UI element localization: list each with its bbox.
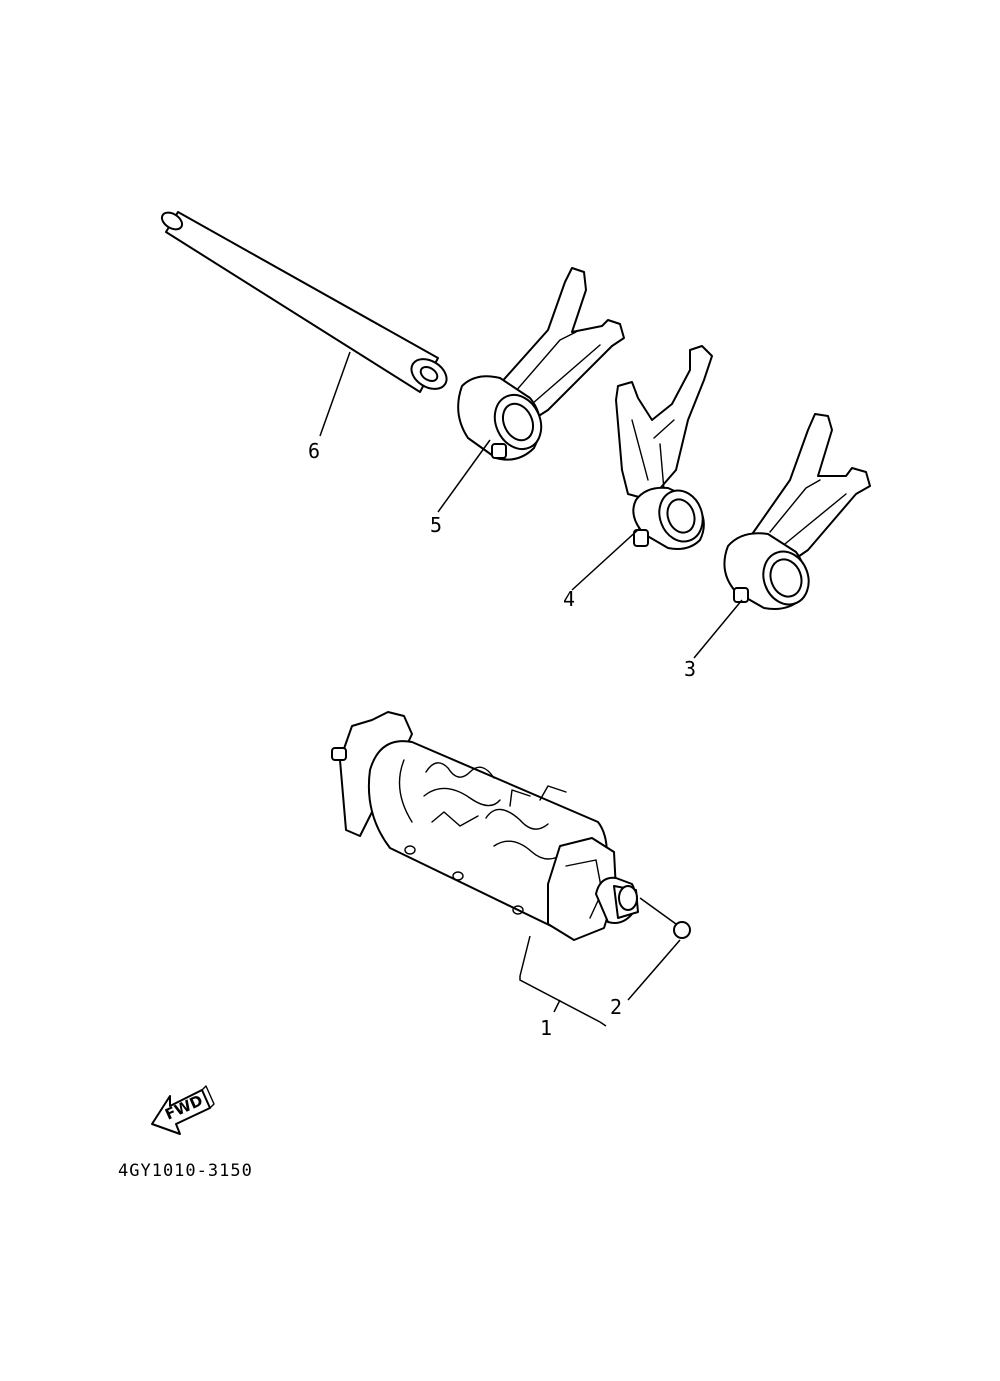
callout-5: 5 [430,513,442,537]
callout-4: 4 [563,587,575,611]
part-code: 4GY1010-3150 [118,1161,253,1181]
part-6-shift-guide-bar[interactable] [159,209,452,395]
part-4-shift-fork[interactable] [615,345,713,550]
part-2-ball[interactable] [639,897,691,939]
callout-2: 2 [610,995,622,1019]
fwd-arrow-icon: FWD [151,1085,215,1135]
callout-6: 6 [308,439,320,463]
callout-3: 3 [684,657,696,681]
part-3-shift-fork[interactable] [723,413,871,611]
part-5-shift-fork[interactable] [457,267,625,461]
callout-1: 1 [540,1016,552,1040]
part-1-shift-drum[interactable] [331,711,639,941]
leader-lines [319,351,743,1027]
